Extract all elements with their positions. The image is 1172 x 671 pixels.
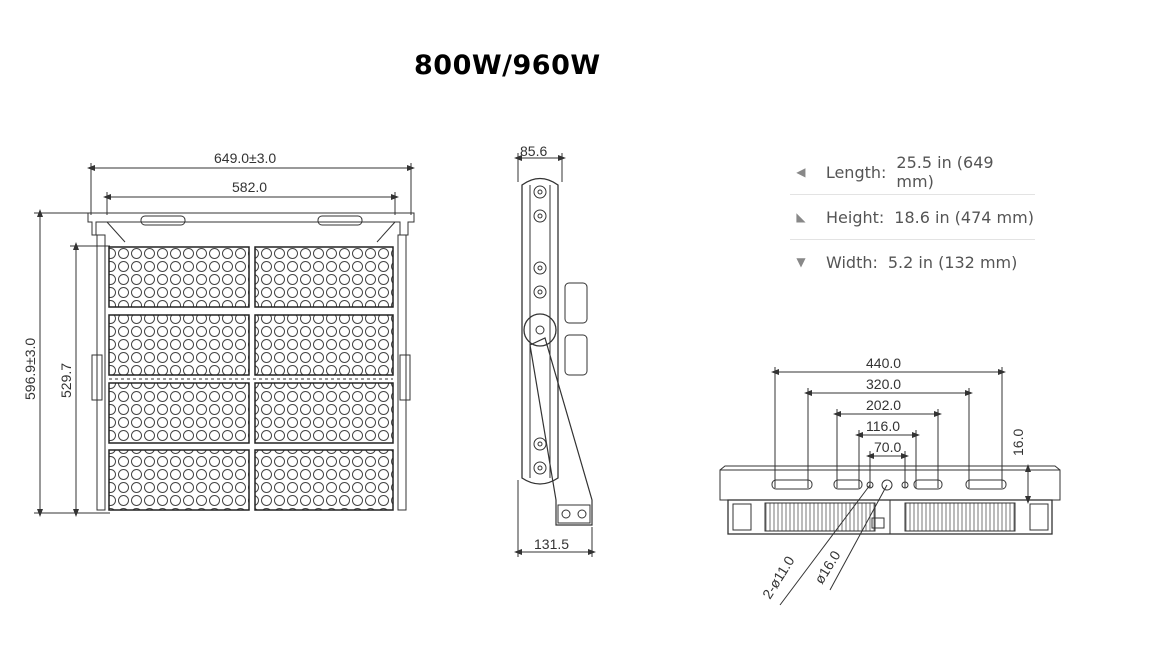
spec-label: Length: xyxy=(825,162,887,182)
spec-value: 18.6 in (474 mm) xyxy=(894,207,1034,227)
dim-hole-large: ø16.0 xyxy=(811,548,844,587)
dim-offset: 16.0 xyxy=(1010,429,1026,456)
side-view xyxy=(514,153,596,557)
dim-top-70: 70.0 xyxy=(874,439,901,455)
spec-list: ◀ Length: 25.5 in (649 mm) ◣ Height: 18.… xyxy=(790,150,1035,284)
spec-row-height: ◣ Height: 18.6 in (474 mm) xyxy=(790,195,1035,240)
dim-top-depth: 85.6 xyxy=(520,143,547,159)
led-module-grid xyxy=(108,246,394,511)
dim-top-320: 320.0 xyxy=(866,376,901,392)
height-arrow-icon: ◣ xyxy=(796,210,806,224)
dim-top-116: 116.0 xyxy=(866,418,900,434)
spec-value: 25.5 in (649 mm) xyxy=(896,153,994,191)
dim-top-202: 202.0 xyxy=(866,397,901,413)
top-view xyxy=(719,367,1061,606)
page-title: 800W/960W xyxy=(414,50,601,81)
spec-row-length: ◀ Length: 25.5 in (649 mm) xyxy=(790,150,1035,195)
dim-top-440: 440.0 xyxy=(866,355,901,371)
spec-value: 5.2 in (132 mm) xyxy=(887,252,1018,272)
dim-overall-width: 649.0±3.0 xyxy=(214,150,276,166)
front-view xyxy=(34,163,415,517)
length-arrow-icon: ◀ xyxy=(796,165,806,179)
spec-row-width: ▼ Width: 5.2 in (132 mm) xyxy=(790,240,1035,284)
spec-label: Height: xyxy=(826,207,885,227)
dim-overall-height: 596.9±3.0 xyxy=(22,338,38,400)
dim-mount-width: 582.0 xyxy=(232,179,267,195)
spec-label: Width: xyxy=(826,252,878,272)
dim-panel-height: 529.7 xyxy=(58,363,74,398)
width-arrow-icon: ▼ xyxy=(796,255,806,269)
dim-hole-small: 2-ø11.0 xyxy=(759,553,798,602)
dim-bottom-depth: 131.5 xyxy=(534,536,569,552)
